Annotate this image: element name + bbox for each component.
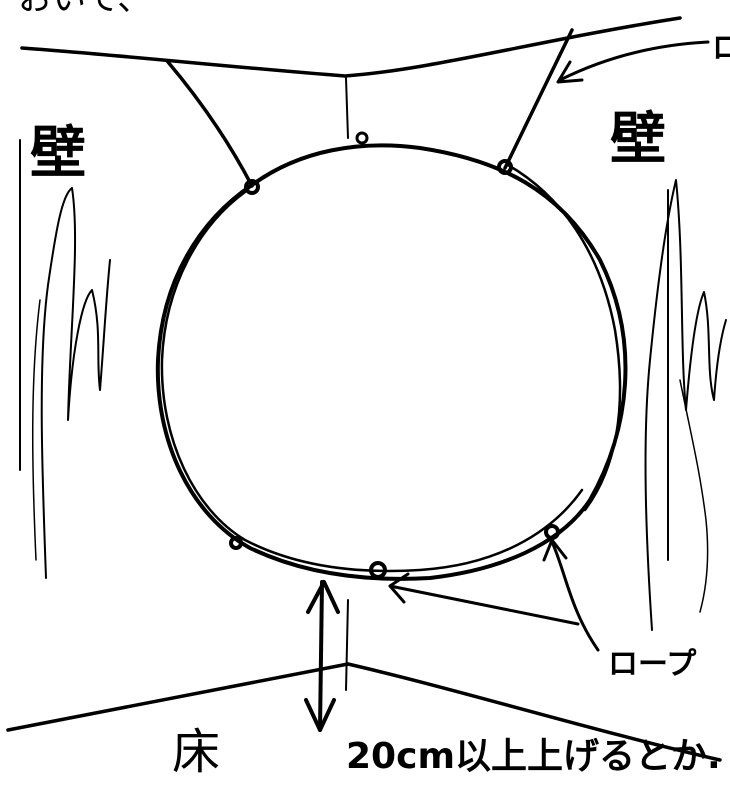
wall-right-label: 壁 [610, 107, 666, 172]
right-support-rope [505, 30, 572, 168]
floor-label: 床 [172, 724, 220, 780]
ring-inner [162, 192, 582, 571]
rope-pointer-line-2 [390, 586, 578, 624]
ring-inner-right [508, 165, 620, 510]
rope-top-label: ロ [712, 31, 730, 66]
ring-outer [158, 145, 626, 578]
left-support-rope [168, 62, 252, 186]
ceiling-line [22, 18, 680, 76]
knot-top [357, 133, 367, 143]
wall-left-label: 壁 [30, 121, 86, 186]
floor-line-left [8, 664, 348, 730]
floor-guide-line [346, 600, 348, 690]
top-rope-pointer-line [560, 42, 708, 80]
knot-lower-left [231, 538, 241, 548]
right-wall-hatch-2 [680, 380, 708, 612]
height-note-label: 20cm以上上げるとか. [346, 736, 721, 777]
rope-pointer-line [552, 542, 598, 650]
knot-lower-right [546, 526, 558, 538]
top-fragment-text: おいて、 [18, 0, 151, 19]
rope-bottom-label: ロープ [608, 647, 697, 682]
height-arrow [320, 582, 322, 730]
left-wall-hatch-2 [33, 300, 40, 560]
left-wall-hatch [42, 188, 110, 578]
center-hanging-line [346, 78, 348, 138]
